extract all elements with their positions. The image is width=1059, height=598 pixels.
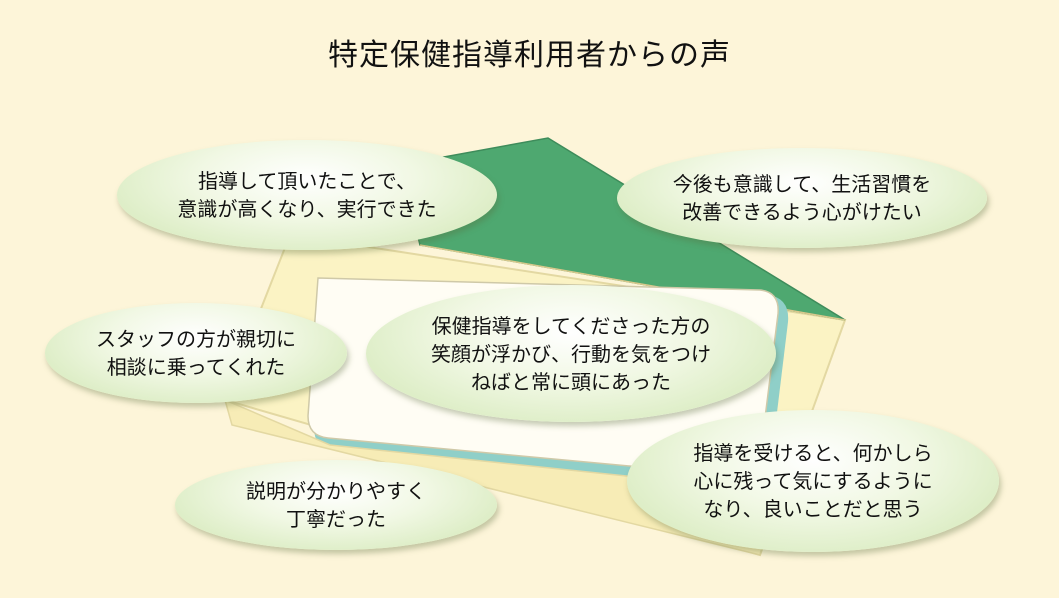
feedback-bubble-6: 指導を受けると、何かしら 心に残って気にするように なり、良いことだと思う (627, 410, 999, 552)
feedback-bubble-2: 今後も意識して、生活習慣を 改善できるよう心がけたい (617, 148, 987, 248)
page-title: 特定保健指導利用者からの声 (328, 38, 731, 73)
bubble-line: 笑顔が浮かび、行動を気をつけ (431, 341, 711, 366)
bubble-line: スタッフの方が親切に (96, 327, 296, 351)
bubble-line: 丁寧だった (286, 507, 386, 531)
bubble-line: なり、良いことだと思う (703, 497, 923, 521)
bubble-line: 指導して頂いたことで、 (198, 169, 416, 193)
bubble-line: 説明が分かりやすく (246, 479, 426, 503)
feedback-bubble-5: 説明が分かりやすく 丁寧だった (175, 460, 497, 550)
feedback-bubble-4: 保健指導をしてくださった方の 笑顔が浮かび、行動を気をつけ ねばと常に頭にあった (366, 285, 776, 422)
bubble-line: ねばと常に頭にあった (471, 369, 671, 394)
bubble-line: 保健指導をしてくださった方の (431, 313, 711, 338)
feedback-bubble-1: 指導して頂いたことで、 意識が高くなり、実行できた (117, 140, 497, 250)
bubble-line: 意識が高くなり、実行できた (177, 197, 437, 221)
bubble-line: 改善できるよう心がけたい (682, 200, 922, 224)
bubble-line: 今後も意識して、生活習慣を (672, 172, 932, 196)
bubble-line: 指導を受けると、何かしら (693, 441, 933, 465)
bubble-line: 相談に乗ってくれた (106, 355, 286, 379)
bubble-line: 心に残って気にするように (693, 469, 933, 493)
feedback-bubble-3: スタッフの方が親切に 相談に乗ってくれた (45, 303, 347, 403)
